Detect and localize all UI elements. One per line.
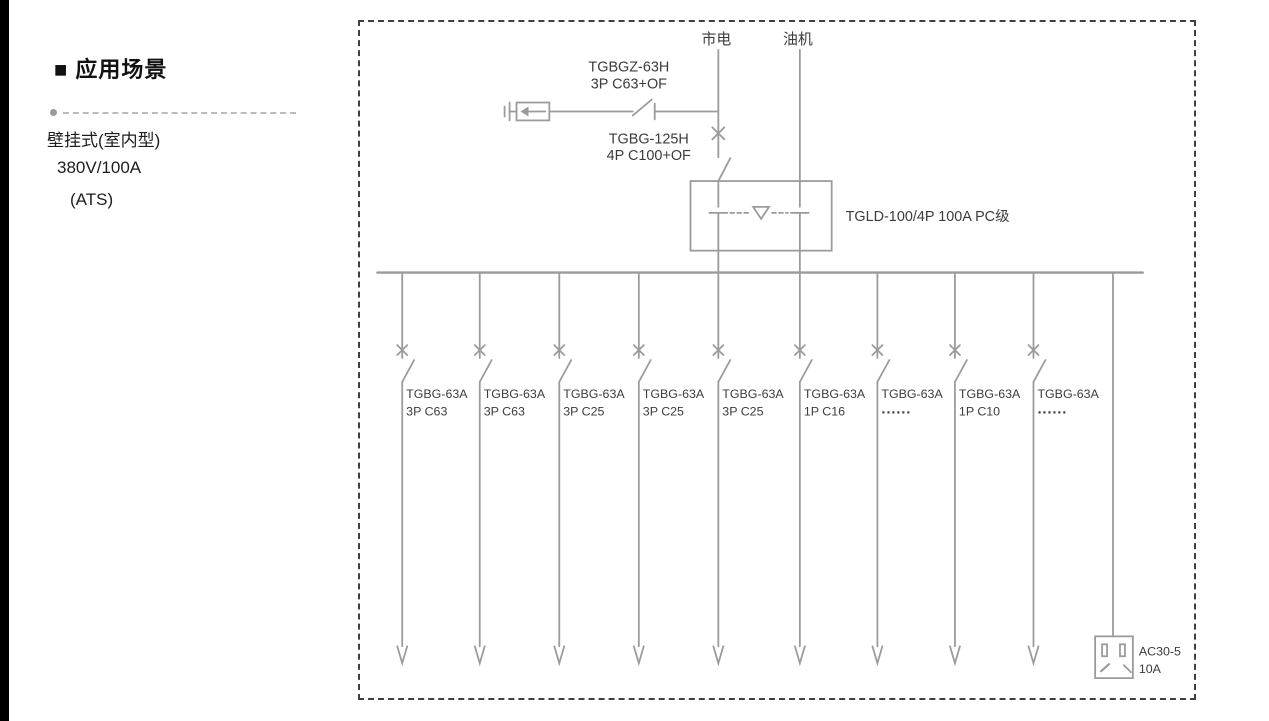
feeder-arrow-icon bbox=[632, 645, 645, 667]
feeder-arrow-icon bbox=[553, 645, 566, 667]
socket-pin-right bbox=[1119, 643, 1126, 658]
dashed-divider bbox=[50, 109, 296, 116]
feeder-spec: ······ bbox=[881, 406, 911, 422]
socket-box bbox=[1094, 635, 1134, 680]
feeder-arrow-icon bbox=[793, 645, 806, 667]
feeder-circuit-5 bbox=[712, 271, 732, 667]
feeder-model: TGBG-63A bbox=[643, 387, 705, 401]
divider-dot bbox=[50, 109, 57, 116]
feeder-circuit-9 bbox=[1027, 271, 1047, 667]
feeder-model: TGBG-63A bbox=[881, 387, 943, 401]
feeder-circuit-3 bbox=[553, 271, 573, 667]
spec-line-rating: 380V/100A bbox=[57, 158, 142, 177]
spd-breaker-spec: 3P C63+OF bbox=[591, 77, 667, 93]
incoming-breaker-model: TGBG-125H bbox=[609, 131, 689, 147]
feeder-model: TGBG-63A bbox=[959, 387, 1021, 401]
section-heading: ■ 应用场景 bbox=[54, 57, 168, 82]
spec-line-type: (ATS) bbox=[70, 190, 114, 209]
socket-circuit bbox=[1094, 271, 1134, 680]
ats-box bbox=[689, 180, 833, 252]
socket-model: AC30-5 bbox=[1139, 644, 1181, 658]
spec-line-mount: 壁挂式(室内型) bbox=[47, 131, 161, 150]
diagram-linework bbox=[376, 48, 1145, 680]
feeder-model: TGBG-63A bbox=[722, 387, 784, 401]
ats-mechanism-icon bbox=[751, 206, 771, 221]
feeder-model: TGBG-63A bbox=[406, 387, 468, 401]
feeder-arrow-icon bbox=[871, 645, 884, 667]
spd-breaker-model: TGBGZ-63H bbox=[588, 60, 669, 76]
diagram-labels: 市电 油机 TGBGZ-63H 3P C63+OF TGBG-125H 4P C… bbox=[406, 31, 1181, 676]
feeder-model: TGBG-63A bbox=[1037, 387, 1099, 401]
spd-arrow-icon bbox=[520, 106, 529, 117]
feeder-spec: 1P C10 bbox=[959, 405, 1000, 419]
incoming-breaker-spec: 4P C100+OF bbox=[607, 148, 691, 164]
feeder-arrow-icon bbox=[473, 645, 486, 667]
feeder-circuit-4 bbox=[632, 271, 652, 667]
feeder-arrow-icon bbox=[396, 645, 409, 667]
feeder-spec: 3P C25 bbox=[722, 405, 763, 419]
divider-dashes bbox=[63, 111, 296, 114]
socket-pin-left bbox=[1101, 643, 1108, 658]
feeder-circuit-8 bbox=[949, 271, 968, 667]
feeder-circuit-6 bbox=[793, 271, 813, 667]
feeder-spec: ······ bbox=[1037, 406, 1067, 422]
ats-symbol bbox=[689, 180, 833, 274]
feeder-spec: 1P C16 bbox=[804, 405, 845, 419]
mains-label: 市电 bbox=[701, 31, 731, 48]
socket-rating: 10A bbox=[1139, 662, 1162, 676]
feeder-model: TGBG-63A bbox=[484, 387, 546, 401]
feeder-arrow-icon bbox=[712, 645, 725, 667]
feeder-circuit-1 bbox=[396, 271, 416, 667]
feeder-spec: 3P C63 bbox=[406, 405, 447, 419]
ats-label: TGLD-100/4P 100A PC级 bbox=[846, 208, 1010, 225]
feeder-spec: 3P C25 bbox=[563, 405, 604, 419]
single-line-diagram: 市电 油机 TGBGZ-63H 3P C63+OF TGBG-125H 4P C… bbox=[376, 31, 1181, 680]
feeder-circuit-2 bbox=[473, 271, 493, 667]
feeder-arrow-icon bbox=[1027, 645, 1040, 667]
feeder-model: TGBG-63A bbox=[804, 387, 866, 401]
feeder-circuit-7 bbox=[871, 271, 891, 667]
spd-branch-symbol bbox=[503, 98, 720, 122]
feeder-spec: 3P C63 bbox=[484, 405, 525, 419]
feeder-model: TGBG-63A bbox=[563, 387, 625, 401]
generator-label: 油机 bbox=[783, 31, 813, 48]
incoming-breaker-symbol bbox=[711, 126, 732, 182]
page-edge-bar bbox=[0, 0, 9, 721]
feeder-arrow-icon bbox=[949, 645, 961, 667]
diagram-frame: 市电 油机 TGBGZ-63H 3P C63+OF TGBG-125H 4P C… bbox=[358, 20, 1196, 700]
feeder-spec: 3P C25 bbox=[643, 405, 684, 419]
